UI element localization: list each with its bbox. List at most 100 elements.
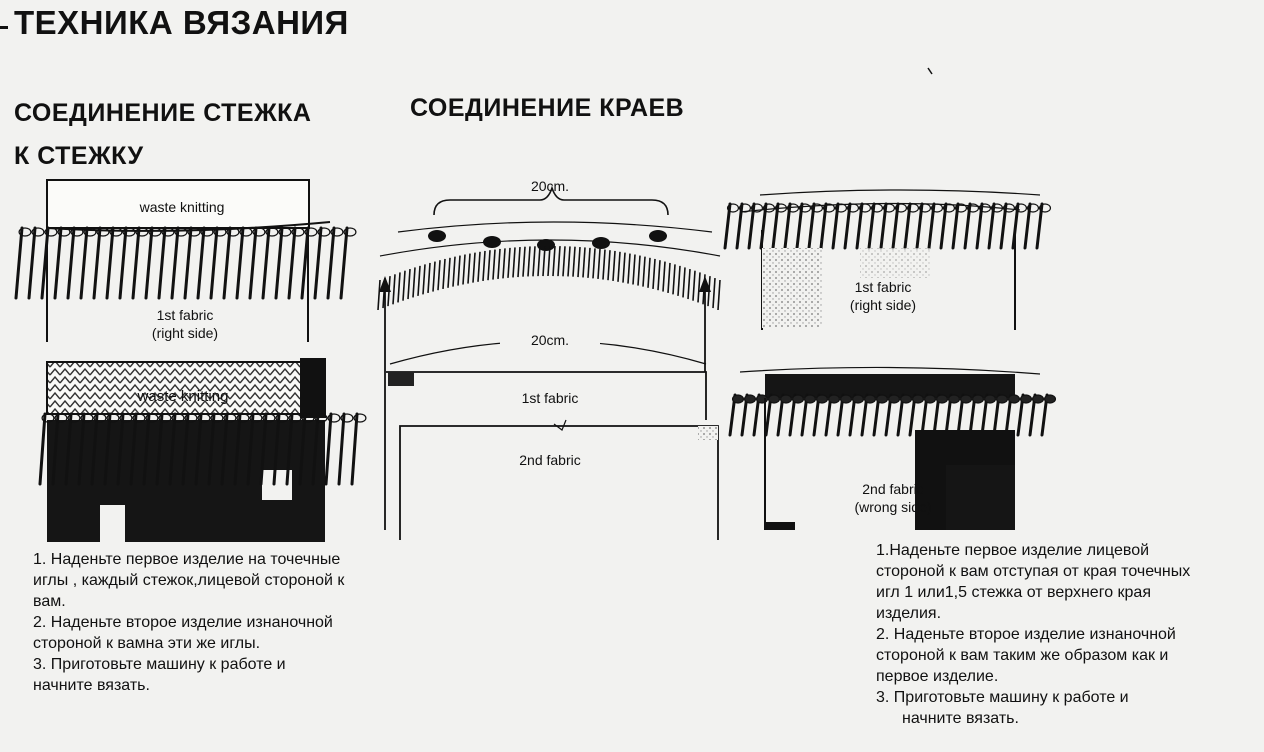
- comb-tooth: [667, 262, 671, 293]
- comb-tooth: [457, 255, 461, 286]
- stitch-loop: [93, 413, 107, 423]
- arc-line-1: [397, 221, 713, 233]
- fabric2-outline: [399, 425, 719, 540]
- stitch-loop: [239, 227, 253, 237]
- stitch-loop: [894, 203, 908, 213]
- stitch-loop: [122, 227, 136, 237]
- instruction-line: иглы , каждый стежок,лицевой стороной к: [33, 572, 345, 589]
- stitch-loop: [971, 394, 985, 404]
- instruction-line: начните вязать.: [902, 710, 1019, 727]
- comb-tooth: [517, 247, 521, 278]
- latch-needle-icon: [311, 412, 320, 486]
- stitch-loop: [200, 227, 214, 237]
- comb-tooth: [532, 246, 536, 277]
- stitch-loop: [834, 203, 848, 213]
- instruction-line: 2. Наденьте второе изделие изнаночной: [876, 626, 1176, 643]
- fabric1-outline: [386, 371, 707, 420]
- stitch-loop: [41, 413, 55, 423]
- stitch-loop: [887, 394, 901, 404]
- stray-mark: [927, 67, 933, 75]
- comb-tooth: [617, 251, 621, 282]
- comb-tooth: [422, 264, 426, 295]
- fabric1-right-label-line2: (right side): [849, 297, 917, 313]
- stitch-loop: [995, 394, 1009, 404]
- instruction-line: вам.: [33, 593, 66, 610]
- comb-tooth: [412, 267, 416, 298]
- latch-needle-icon: [157, 226, 167, 300]
- latch-needle-icon: [14, 226, 24, 300]
- latch-needle-icon: [103, 412, 112, 486]
- comb-tooth: [577, 247, 581, 278]
- marker-dots: [428, 230, 667, 251]
- stitch-loop: [743, 394, 757, 404]
- fabric1-middle-label: 1st fabric: [521, 390, 579, 406]
- stitch-loop: [1026, 203, 1040, 213]
- stitch-loop: [161, 227, 175, 237]
- latch-needle-icon: [27, 226, 37, 300]
- stitch-loop: [935, 394, 949, 404]
- latch-needle-icon: [194, 412, 203, 486]
- stitch-loop: [851, 394, 865, 404]
- heading-stitch-to-stitch-line2: К СТЕЖКУ: [14, 142, 144, 170]
- stitch-loop: [1002, 203, 1016, 213]
- latch-needle-icon: [326, 226, 336, 300]
- latch-needle-icon: [64, 412, 73, 486]
- comb-tooth: [552, 245, 556, 277]
- latch-needle-icon: [261, 226, 271, 300]
- join-tick: [553, 419, 567, 431]
- comb-tooth: [592, 248, 596, 279]
- marker-dot: [428, 230, 446, 242]
- fabric2-middle-label: 2nd fabric: [519, 452, 581, 468]
- measure-top-label: 20cm.: [530, 178, 570, 194]
- marker-dot: [592, 237, 610, 249]
- stitch-loop: [1014, 203, 1028, 213]
- comb-tooth: [462, 254, 466, 285]
- stitch-loop: [786, 203, 800, 213]
- latch-needle-icon: [287, 226, 297, 300]
- comb-tooth: [432, 261, 436, 292]
- arc-line-3: [759, 189, 1041, 196]
- latch-needle-icon: [339, 226, 349, 300]
- waste-knitting-label: waste knitting: [139, 199, 225, 215]
- heading-stitch-to-stitch-line1: СОЕДИНЕНИЕ СТЕЖКА: [14, 99, 312, 127]
- latch-needle-icon: [118, 226, 128, 300]
- stitch-loop: [774, 203, 788, 213]
- stitch-loop: [839, 394, 853, 404]
- fabric-dark-corner: [946, 465, 1015, 530]
- figure-left-bottom: [38, 358, 367, 543]
- stitch-loop: [330, 227, 344, 237]
- comb-tooth: [452, 256, 456, 287]
- arc-line-5: [739, 366, 1041, 375]
- comb-tooth: [427, 262, 431, 293]
- stitch-loop: [978, 203, 992, 213]
- comb-tooth: [582, 247, 586, 278]
- stitch-loop: [67, 413, 81, 423]
- arrow-up-icon-2: [699, 276, 711, 292]
- stitch-loop: [1007, 394, 1021, 404]
- comb-tooth: [612, 250, 616, 282]
- stitch-loop: [171, 413, 185, 423]
- stitch-loop: [291, 227, 305, 237]
- stitch-loop: [863, 394, 877, 404]
- comb-tooth: [692, 270, 696, 301]
- instruction-line: стороной к вам отступая от края точечных: [876, 563, 1191, 580]
- instructions-right: 1.Наденьте первое изделие лицевой сторон…: [876, 540, 1190, 729]
- stitch-loop: [317, 227, 331, 237]
- latch-needle-icon: [233, 412, 242, 486]
- comb-tooth: [417, 265, 421, 296]
- comb-tooth: [447, 257, 451, 288]
- fabric2-right-label-line1: 2nd fabric: [862, 481, 924, 497]
- comb-tooth: [397, 272, 401, 303]
- comb-tooth: [467, 253, 471, 284]
- comb-tooth: [587, 247, 591, 278]
- latch-needle-row-3: [723, 202, 1052, 250]
- comb-tooth: [477, 251, 481, 282]
- comb-tooth: [522, 246, 526, 277]
- stitch-loop: [858, 203, 872, 213]
- latch-needle-icon: [129, 412, 138, 486]
- stitch-loop: [278, 227, 292, 237]
- stitch-loop: [148, 227, 162, 237]
- stitch-loop: [791, 394, 805, 404]
- stitch-loop: [249, 413, 263, 423]
